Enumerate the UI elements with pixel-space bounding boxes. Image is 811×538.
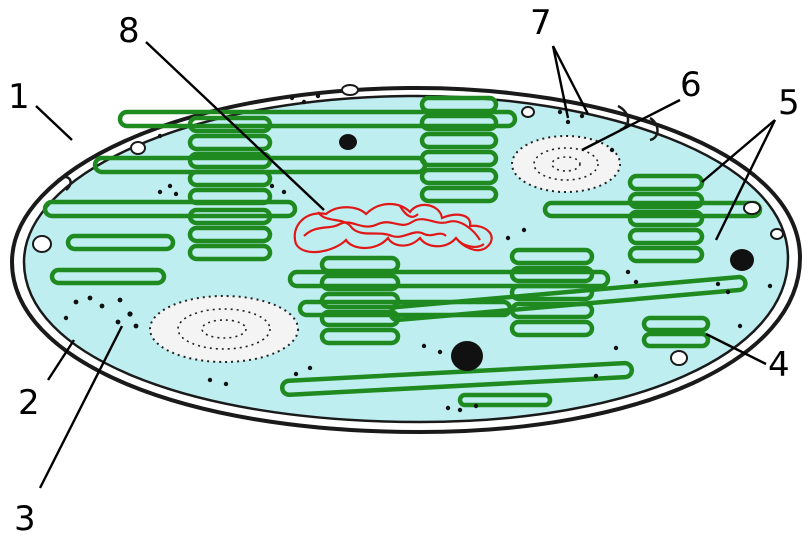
label-5: 5 bbox=[778, 83, 800, 123]
label-1: 1 bbox=[8, 77, 30, 117]
label-8: 8 bbox=[118, 11, 140, 51]
starch-grain-left bbox=[150, 296, 298, 362]
leader-line-1 bbox=[36, 106, 72, 140]
starch-grain-right bbox=[512, 136, 620, 192]
label-7: 7 bbox=[530, 3, 552, 43]
label-4: 4 bbox=[768, 345, 790, 385]
label-2: 2 bbox=[18, 383, 40, 423]
label-3: 3 bbox=[14, 499, 36, 538]
label-6: 6 bbox=[680, 65, 702, 105]
